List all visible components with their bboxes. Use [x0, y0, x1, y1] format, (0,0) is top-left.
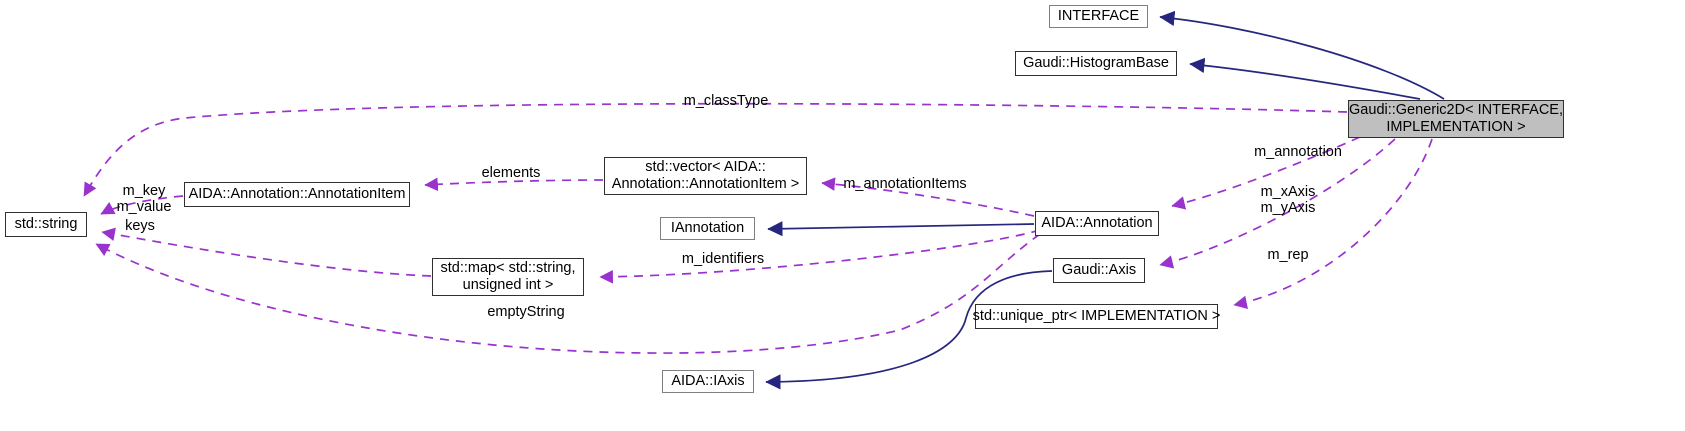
node-label: AIDA::Annotation::AnnotationItem: [188, 186, 406, 202]
edge-annotation-to-stdmap: [599, 229, 1041, 284]
edge-label-m-annotation: m_annotation: [1254, 144, 1342, 160]
edge-gaudiaxis-to-aidaiaxis: [765, 270, 1053, 390]
node-label: std::string: [14, 216, 78, 232]
node-aida-annotation[interactable]: AIDA::Annotation: [1035, 211, 1159, 236]
edge-label-emptystring: emptyString: [487, 304, 565, 320]
node-gaudi-generic2d[interactable]: Gaudi::Generic2D< INTERFACE, IMPLEMENTAT…: [1348, 100, 1564, 138]
node-aida-iaxis[interactable]: AIDA::IAxis: [662, 370, 754, 393]
edge-generic2d-to-annotation: [1171, 136, 1361, 210]
edge-annotation-to-vectorannot: [821, 177, 1035, 217]
edge-annotation-to-stdstring: [95, 233, 1041, 354]
node-std-string[interactable]: std::string: [5, 212, 87, 237]
node-aida-annotation-annotationitem[interactable]: AIDA::Annotation::AnnotationItem: [184, 182, 410, 207]
edge-label-keys: keys: [125, 218, 155, 234]
node-label: std::vector< AIDA:: Annotation::Annotati…: [611, 159, 800, 192]
inheritance-edges: [765, 10, 1445, 390]
node-label: std::map< std::string, unsigned int >: [440, 260, 576, 293]
node-label: std::unique_ptr< IMPLEMENTATION >: [972, 308, 1221, 324]
node-label: INTERFACE: [1057, 8, 1140, 24]
node-std-map-string-uint[interactable]: std::map< std::string, unsigned int >: [432, 258, 584, 296]
edge-generic2d-to-interface: [1159, 10, 1445, 100]
node-iannotation[interactable]: IAnnotation: [660, 217, 755, 240]
edge-label-elements: elements: [481, 165, 541, 181]
node-label: IAnnotation: [670, 220, 745, 236]
edge-generic2d-to-stdstring: [83, 102, 1348, 197]
edge-label-m-identifiers: m_identifiers: [681, 251, 765, 267]
edge-generic2d-to-gaudiaxis: [1159, 138, 1396, 269]
edge-annotation-to-iannotation: [767, 221, 1035, 237]
node-label: Gaudi::Generic2D< INTERFACE, IMPLEMENTAT…: [1349, 102, 1563, 135]
node-std-vector-annotationitem[interactable]: std::vector< AIDA:: Annotation::Annotati…: [604, 157, 807, 195]
node-label: AIDA::Annotation: [1041, 215, 1153, 231]
node-label: AIDA::IAxis: [671, 373, 745, 389]
edge-label-m-key-m-value: m_key m_value: [116, 183, 172, 215]
node-label: Gaudi::HistogramBase: [1023, 55, 1169, 71]
edge-stdmap-to-stdstring: [101, 227, 432, 277]
node-gaudi-histogrambase[interactable]: Gaudi::HistogramBase: [1015, 51, 1177, 76]
usage-edges: [83, 102, 1433, 354]
edge-generic2d-to-uniqueptr: [1233, 138, 1433, 310]
node-label: Gaudi::Axis: [1061, 262, 1137, 278]
edge-label-m-xaxis-m-yaxis: m_xAxis m_yAxis: [1260, 184, 1316, 216]
node-gaudi-axis[interactable]: Gaudi::Axis: [1053, 258, 1145, 283]
edge-vectorannot-to-annotationitem: [424, 177, 604, 192]
node-interface[interactable]: INTERFACE: [1049, 5, 1148, 28]
edge-label-m-annotationitems: m_annotationItems: [843, 176, 967, 192]
edge-label-m-rep: m_rep: [1267, 247, 1309, 263]
node-std-unique-ptr-implementation[interactable]: std::unique_ptr< IMPLEMENTATION >: [972, 304, 1221, 329]
edge-label-m-classtype: m_classType: [683, 93, 769, 109]
edge-generic2d-to-histogrambase: [1189, 57, 1421, 100]
